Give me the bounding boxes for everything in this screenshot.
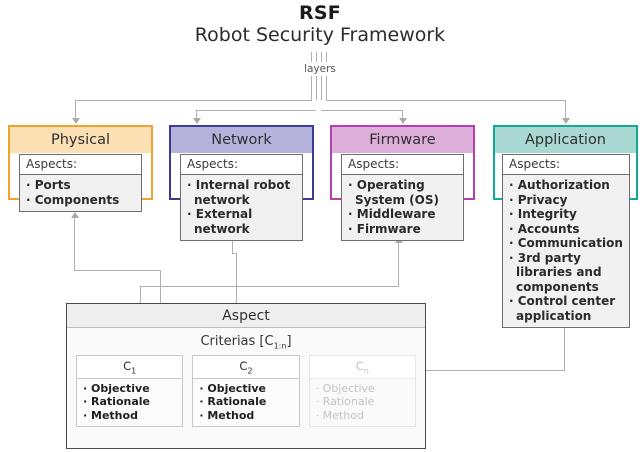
criteria-list-cn: Objective Rationale Method bbox=[310, 379, 415, 427]
connector-aspect-to-network-v1 bbox=[236, 253, 237, 303]
connector-drop-application bbox=[565, 100, 566, 119]
list-item: Privacy bbox=[509, 193, 623, 208]
list-item: Accounts bbox=[509, 222, 623, 237]
connector-drop-firmware bbox=[402, 110, 403, 119]
arrow-down-firmware-icon bbox=[399, 118, 407, 124]
connector-aspect-to-firmware-h bbox=[140, 286, 398, 287]
connector-bar-inner-left bbox=[196, 110, 316, 111]
connector-trunk-1 bbox=[311, 52, 312, 100]
connector-aspect-to-network-h bbox=[232, 253, 237, 254]
criteria-card-c1[interactable]: C1 Objective Rationale Method bbox=[76, 354, 184, 428]
list-item: Authorization bbox=[509, 178, 623, 193]
aspects-label-firmware: Aspects: bbox=[342, 155, 463, 175]
aspects-label-physical: Aspects: bbox=[20, 155, 141, 175]
connector-bar-outer-right bbox=[326, 100, 565, 101]
list-item: Control center application bbox=[509, 294, 623, 323]
list-item: Rationale bbox=[199, 395, 292, 409]
connector-aspect-to-firmware-v2 bbox=[398, 243, 399, 287]
list-item: Ports bbox=[26, 178, 135, 193]
arrow-down-application-icon bbox=[562, 118, 570, 124]
list-item: Middleware bbox=[348, 207, 457, 222]
criteria-row: C1 Objective Rationale Method C2 Objecti… bbox=[67, 354, 425, 437]
criteria-card-c2[interactable]: C2 Objective Rationale Method bbox=[192, 354, 300, 428]
aspects-list-firmware: Operating System (OS) Middleware Firmwar… bbox=[342, 175, 463, 240]
connector-drop-physical bbox=[75, 100, 76, 119]
criteria-list-c2: Objective Rationale Method bbox=[193, 379, 298, 427]
aspects-list-network: Internal robot network External network bbox=[181, 175, 302, 240]
aspects-panel-firmware[interactable]: Aspects: Operating System (OS) Middlewar… bbox=[341, 154, 464, 241]
layer-title-firmware: Firmware bbox=[332, 127, 473, 153]
criterias-title-text: Criterias [C bbox=[200, 334, 274, 349]
aspects-list-physical: Ports Components bbox=[20, 175, 141, 211]
aspects-list-application: Authorization Privacy Integrity Accounts… bbox=[503, 175, 629, 327]
aspect-panel[interactable]: Aspect Criterias [C1:n] C1 Objective Rat… bbox=[66, 303, 426, 449]
aspect-panel-header: Aspect bbox=[67, 304, 425, 328]
criteria-label-c1: C1 bbox=[77, 355, 183, 379]
aspects-panel-application[interactable]: Aspects: Authorization Privacy Integrity… bbox=[502, 154, 630, 328]
criterias-title: Criterias [C1:n] bbox=[67, 328, 425, 355]
aspects-panel-network[interactable]: Aspects: Internal robot network External… bbox=[180, 154, 303, 241]
criteria-card-cn[interactable]: Cn Objective Rationale Method bbox=[308, 354, 416, 428]
list-item: Communication bbox=[509, 236, 623, 251]
criteria-label-subscript: 1 bbox=[131, 365, 137, 375]
connector-bar-outer-left bbox=[75, 100, 312, 101]
criteria-label-subscript: n bbox=[363, 365, 369, 375]
arrow-down-physical-icon bbox=[72, 118, 80, 124]
connector-aspect-to-network-v2 bbox=[232, 240, 233, 254]
aspects-panel-physical[interactable]: Aspects: Ports Components bbox=[19, 154, 142, 212]
criteria-label-cn: Cn bbox=[309, 355, 415, 379]
layer-title-application: Application bbox=[495, 127, 636, 153]
connector-drop-network bbox=[196, 110, 197, 119]
criteria-label-text: C bbox=[239, 358, 248, 373]
list-item: Objective bbox=[199, 382, 292, 396]
criteria-label-text: C bbox=[123, 358, 132, 373]
layer-title-physical: Physical bbox=[10, 127, 151, 153]
criteria-label-text: C bbox=[355, 358, 364, 373]
connector-trunk-4 bbox=[326, 52, 327, 100]
list-item: Firmware bbox=[348, 222, 457, 237]
criterias-title-subscript: 1:n bbox=[273, 341, 287, 351]
arrow-down-network-icon bbox=[193, 118, 201, 124]
list-item: Rationale bbox=[316, 395, 409, 409]
connector-aspect-to-physical-v2 bbox=[74, 218, 75, 271]
connector-aspect-to-firmware-v1 bbox=[140, 286, 141, 304]
connector-aspect-to-application-v bbox=[564, 295, 565, 371]
connector-bar-inner-right bbox=[321, 110, 402, 111]
aspects-label-application: Aspects: bbox=[503, 155, 629, 175]
list-item: 3rd party libraries and components bbox=[509, 251, 623, 295]
criteria-list-c1: Objective Rationale Method bbox=[77, 379, 182, 427]
aspects-label-network: Aspects: bbox=[181, 155, 302, 175]
connector-aspect-to-application-h bbox=[426, 370, 565, 371]
list-item: Operating System (OS) bbox=[348, 178, 457, 207]
connector-trunk-3 bbox=[321, 52, 322, 100]
connector-label-layers: layers bbox=[0, 62, 640, 76]
list-item: Integrity bbox=[509, 207, 623, 222]
criteria-label-subscript: 2 bbox=[247, 365, 253, 375]
arrow-up-physical-icon bbox=[71, 212, 79, 218]
list-item: Method bbox=[199, 409, 292, 423]
connector-trunk-2 bbox=[316, 52, 317, 100]
list-item: Internal robot network bbox=[187, 178, 296, 207]
page-title-abbreviation: RSF bbox=[299, 2, 341, 24]
criterias-title-close: ] bbox=[286, 334, 292, 349]
list-item: Method bbox=[83, 409, 176, 423]
connector-aspect-to-physical-h bbox=[74, 270, 161, 271]
list-item: Method bbox=[316, 409, 409, 423]
list-item: Components bbox=[26, 193, 135, 208]
list-item: Objective bbox=[83, 382, 176, 396]
list-item: Rationale bbox=[83, 395, 176, 409]
list-item: External network bbox=[187, 207, 296, 236]
list-item: Objective bbox=[316, 382, 409, 396]
page-title-full: Robot Security Framework bbox=[194, 24, 446, 46]
criteria-label-c2: C2 bbox=[193, 355, 299, 379]
layer-title-network: Network bbox=[171, 127, 312, 153]
